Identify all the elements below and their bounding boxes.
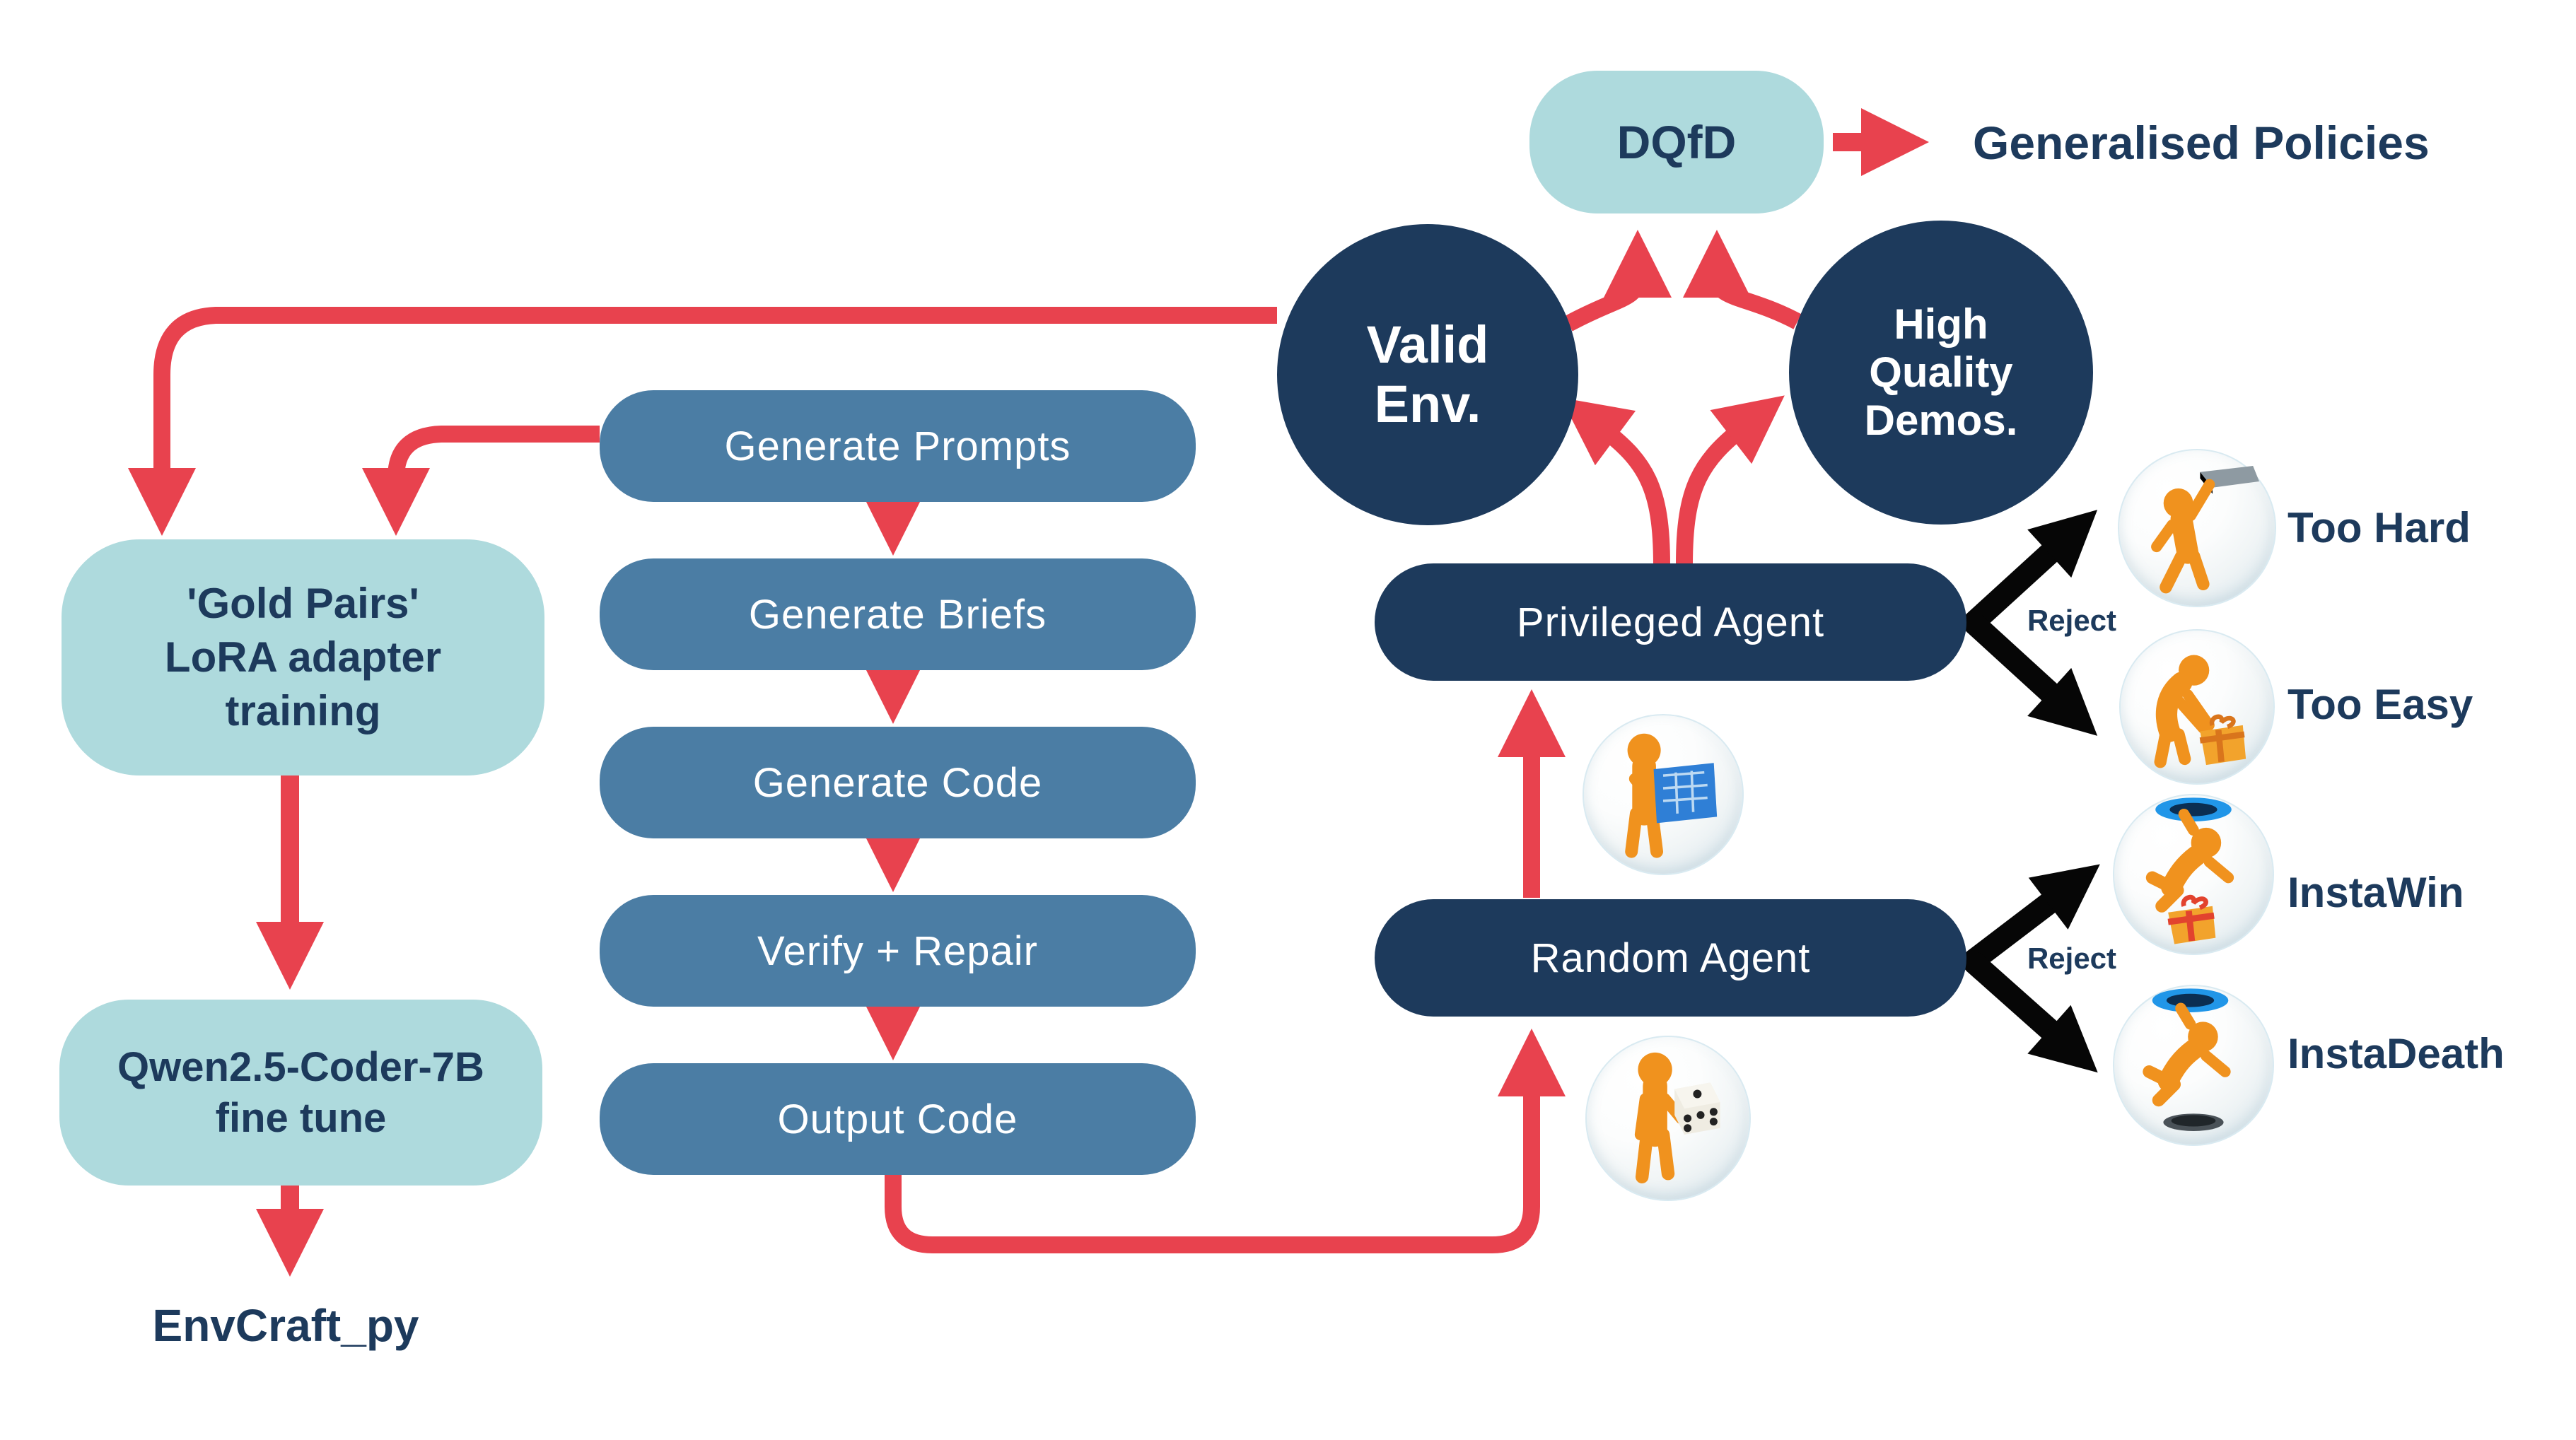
gold-pairs-line1: 'Gold Pairs' — [187, 580, 419, 627]
gold-pairs-line3: training — [225, 687, 381, 734]
arrow-generateprompts-to-goldpairs — [362, 426, 600, 536]
step-label: Output Code — [777, 1096, 1018, 1142]
generalised-policies-label: Generalised Policies — [1973, 117, 2430, 169]
arrow-random-reject-instadeath — [1963, 952, 2098, 1073]
step-generate-code: Generate Code — [600, 727, 1196, 838]
too-easy-gift-figure-icon — [2119, 629, 2275, 785]
qwen-line1: Qwen2.5-Coder-7B — [117, 1043, 484, 1090]
blueprint-figure-icon — [1583, 714, 1744, 875]
random-agent-label: Random Agent — [1530, 935, 1811, 981]
high-quality-line3: Demos. — [1864, 397, 2018, 444]
step-generate-briefs: Generate Briefs — [600, 558, 1196, 670]
arrow-outputcode-to-randomagent — [885, 1029, 1566, 1253]
valid-env-line2: Env. — [1374, 375, 1481, 433]
arrow-validenv-to-dqfd — [1564, 230, 1672, 332]
step-verify-repair: Verify + Repair — [600, 895, 1196, 1007]
qwen-finetune-node: Qwen2.5-Coder-7B fine tune — [59, 1000, 542, 1186]
step-generate-prompts: Generate Prompts — [600, 390, 1196, 502]
step-label: Generate Prompts — [724, 423, 1071, 469]
step-output-code: Output Code — [600, 1063, 1196, 1175]
instawin-label: InstaWin — [2287, 869, 2464, 916]
random-agent-node: Random Agent — [1375, 899, 1966, 1017]
arrow-privileged-to-validenv — [1561, 397, 1670, 566]
step-label: Generate Code — [752, 759, 1043, 806]
arrow-random-reject-instawin — [1963, 864, 2100, 971]
dqfd-label: DQfD — [1616, 116, 1737, 168]
dqfd-node: DQfD — [1529, 71, 1824, 213]
privileged-agent-node: Privileged Agent — [1375, 563, 1966, 681]
arrow-privileged-to-highquality — [1676, 395, 1785, 566]
valid-env-node: Valid Env. — [1277, 224, 1578, 525]
high-quality-demos-node: High Quality Demos. — [1789, 221, 2093, 525]
privileged-agent-label: Privileged Agent — [1516, 599, 1825, 645]
instadeath-portal-hole-icon — [2113, 985, 2274, 1146]
valid-env-line1: Valid — [1366, 315, 1489, 374]
dice-figure-icon — [1585, 1036, 1751, 1201]
step-label: Verify + Repair — [757, 927, 1038, 974]
arrow-validenv-to-goldpairs — [128, 307, 1277, 536]
arrow-privileged-reject-toohard — [1963, 510, 2098, 633]
instawin-portal-gift-icon — [2113, 794, 2274, 955]
too-hard-label: Too Hard — [2287, 504, 2471, 551]
random-reject-label: Reject — [2027, 942, 2117, 975]
high-quality-line1: High — [1894, 300, 1988, 348]
privileged-reject-label: Reject — [2027, 604, 2117, 637]
gold-pairs-line2: LoRA adapter — [164, 633, 442, 681]
envcraft-label: EnvCraft_py — [152, 1300, 419, 1351]
arrow-highquality-to-dqfd — [1683, 230, 1802, 329]
instadeath-label: InstaDeath — [2287, 1030, 2505, 1077]
gold-pairs-node: 'Gold Pairs' LoRA adapter training — [62, 539, 544, 775]
too-hard-reaching-figure-icon — [2118, 449, 2276, 607]
high-quality-line2: Quality — [1869, 349, 2013, 396]
arrow-privileged-reject-tooeasy — [1963, 612, 2098, 736]
step-label: Generate Briefs — [748, 591, 1047, 638]
too-easy-label: Too Easy — [2287, 681, 2473, 728]
qwen-line2: fine tune — [215, 1094, 387, 1141]
